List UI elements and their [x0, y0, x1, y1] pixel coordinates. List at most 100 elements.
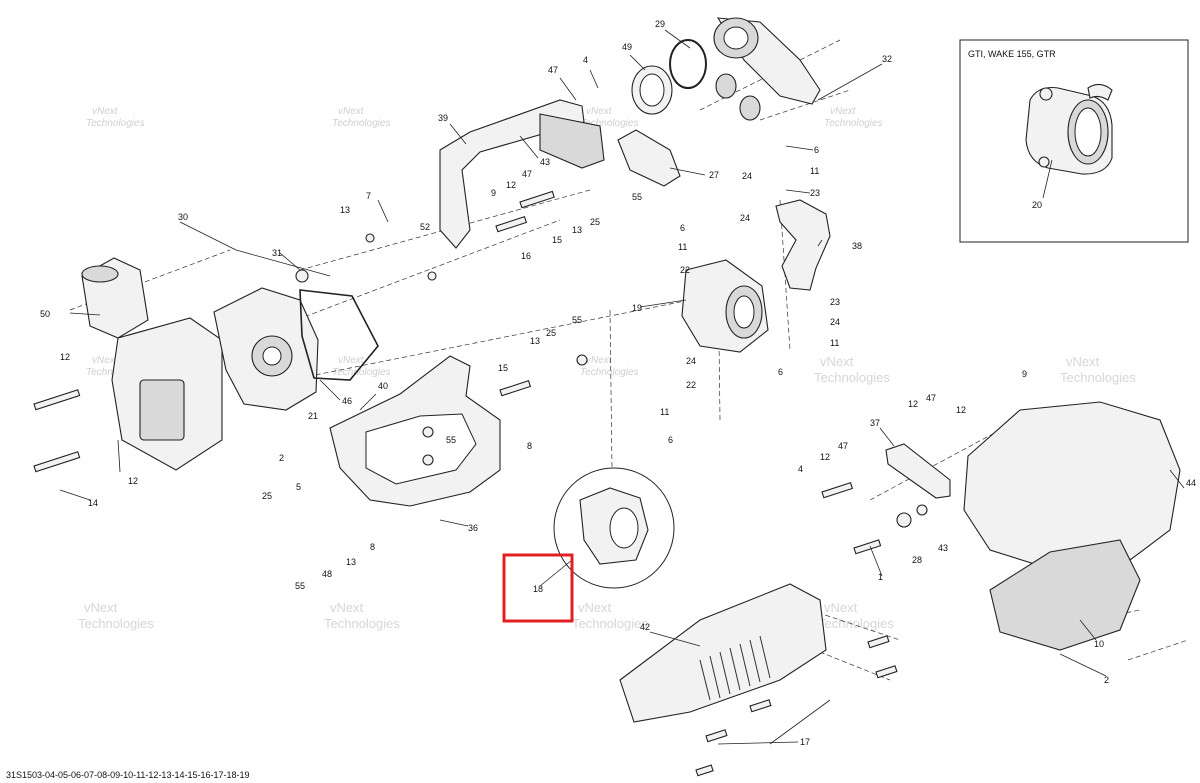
callout-13: 13 [530, 336, 540, 346]
callout-16: 16 [521, 251, 531, 261]
callout-27: 27 [709, 170, 719, 180]
callout-55: 55 [295, 581, 305, 591]
callout-2: 2 [279, 453, 284, 463]
part-detail-18 [553, 467, 675, 589]
part-bracket-38 [775, 199, 831, 291]
watermark-text: Technologies [814, 370, 890, 385]
callout-36: 36 [468, 523, 478, 533]
part-housing-46 [213, 287, 319, 411]
part-bracket-39 [439, 99, 605, 249]
callout-20: 20 [1032, 200, 1042, 210]
watermark-text: Technologies [324, 616, 400, 631]
callout-15: 15 [552, 235, 562, 245]
callout-11: 11 [678, 242, 687, 252]
callout-12: 12 [128, 476, 138, 486]
part-ring-29 [669, 39, 707, 89]
callout-39: 39 [438, 113, 448, 123]
watermark-text: Technologies [332, 118, 391, 129]
callout-49: 49 [622, 42, 632, 52]
callout-44: 44 [1186, 478, 1196, 488]
callout-12: 12 [956, 405, 966, 415]
callout-25: 25 [262, 491, 272, 501]
callout-47: 47 [548, 65, 558, 75]
callout-55: 55 [572, 315, 582, 325]
callout-19: 19 [632, 303, 642, 313]
part-link-37 [885, 443, 951, 499]
watermark-text: vNext [824, 600, 858, 615]
callout-23: 23 [830, 297, 840, 307]
watermark-text: vNext [830, 106, 857, 117]
part-cover-42 [619, 583, 827, 723]
watermark-text: vNext [92, 106, 119, 117]
callout-14: 14 [88, 498, 98, 508]
watermarks: vNext Technologies vNext Technologies vN… [78, 106, 1136, 631]
callout-18: 18 [533, 584, 543, 594]
watermark-text: Technologies [86, 118, 145, 129]
callout-47: 47 [926, 393, 936, 403]
callout-25: 25 [590, 217, 600, 227]
callout-40: 40 [378, 381, 388, 391]
callout-24: 24 [740, 213, 750, 223]
callout-43: 43 [938, 543, 948, 553]
callout-47: 47 [838, 441, 848, 451]
callout-1: 1 [878, 572, 883, 582]
callout-10: 10 [1094, 639, 1104, 649]
callout-37: 37 [870, 418, 880, 428]
highlight-box-18[interactable]: 18 [502, 553, 574, 623]
callout-21: 21 [308, 411, 318, 421]
part-motor-50 [81, 257, 223, 471]
callout-6: 6 [668, 435, 673, 445]
watermark-text: vNext [92, 355, 119, 366]
callout-9: 9 [491, 188, 496, 198]
watermark-text: vNext [586, 355, 613, 366]
callout-23: 23 [810, 188, 820, 198]
callout-12: 12 [60, 352, 70, 362]
inset-box: GTI, WAKE 155, GTR 20 [959, 39, 1189, 243]
callout-46: 46 [342, 396, 352, 406]
callout-31: 31 [272, 248, 282, 258]
callout-22: 22 [680, 265, 690, 275]
watermark-text: Technologies [1060, 370, 1136, 385]
callout-15: 15 [498, 363, 508, 373]
callout-8: 8 [527, 441, 532, 451]
callout-25: 25 [546, 328, 556, 338]
part-gasket-31 [295, 269, 379, 381]
watermark-text: vNext [338, 355, 365, 366]
callout-8: 8 [370, 542, 375, 552]
drawing-code: 31S1503-04-05-06-07-08-09-10-11-12-13-14… [6, 770, 250, 780]
watermark-text: Technologies [572, 616, 648, 631]
callout-6: 6 [680, 223, 685, 233]
highlight-frame [502, 553, 574, 623]
callout-11: 11 [830, 338, 839, 348]
callout-4: 4 [798, 464, 803, 474]
watermark-text: Technologies [78, 616, 154, 631]
callout-9: 9 [1022, 369, 1027, 379]
watermark-text: vNext [1066, 354, 1100, 369]
watermark-text: vNext [820, 354, 854, 369]
callouts: 29 49 4 47 32 39 43 47 9 12 27 55 6 11 2… [40, 19, 1196, 747]
callout-6: 6 [778, 367, 783, 377]
callout-4: 4 [583, 55, 588, 65]
callout-12: 12 [506, 180, 516, 190]
callout-50: 50 [40, 309, 50, 319]
callout-29: 29 [655, 19, 665, 29]
callout-55: 55 [632, 192, 642, 202]
inset-part-drawing [1025, 83, 1113, 175]
watermark-text: Technologies [580, 118, 639, 129]
callout-12: 12 [908, 399, 918, 409]
callout-12: 12 [820, 452, 830, 462]
watermark-text: Technologies [824, 118, 883, 129]
part-frame-40 [329, 355, 501, 507]
watermark-text: vNext [578, 600, 612, 615]
callout-24: 24 [686, 356, 696, 366]
leader-lines [59, 29, 1185, 745]
watermark-text: Technologies [332, 367, 391, 378]
inset-title: GTI, WAKE 155, GTR [968, 49, 1056, 59]
part-pump-32 [713, 17, 821, 105]
part-cover-27 [617, 129, 681, 187]
callout-11: 11 [810, 166, 819, 176]
callout-17: 17 [800, 737, 810, 747]
part-sleeve-49 [631, 65, 673, 115]
callout-11: 11 [660, 407, 669, 417]
